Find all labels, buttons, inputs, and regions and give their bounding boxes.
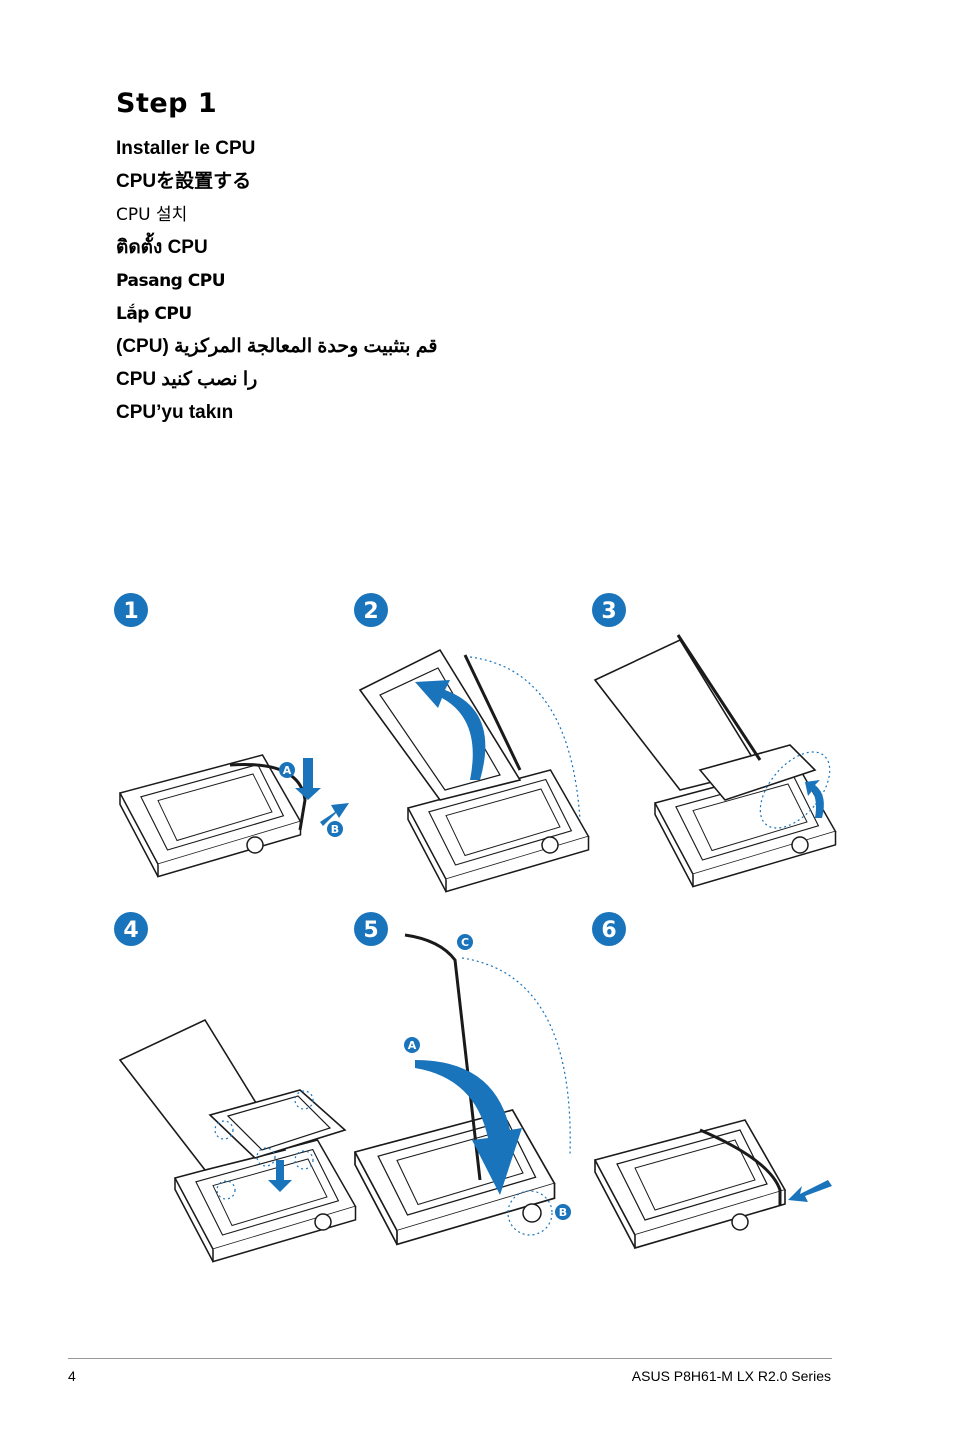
- socket-step-6: [594, 1119, 786, 1249]
- lang-item-arabic: (CPU) قم بتثبيت وحدة المعالجة المركزية: [116, 336, 438, 357]
- arrow-up-icon: [805, 780, 824, 818]
- step-badge-6: 6: [592, 912, 626, 946]
- highlight-notch-5: [216, 1180, 236, 1200]
- callout-b-step-1: B: [327, 821, 343, 837]
- lang-item-thai: ติดตั้ง CPU: [116, 237, 208, 258]
- svg-text:2: 2: [363, 599, 378, 624]
- highlight-notch-1: [294, 1090, 314, 1110]
- svg-text:C: C: [461, 936, 469, 949]
- lang-item-korean: CPU 설치: [116, 205, 188, 225]
- page-title: Step 1: [116, 88, 218, 119]
- highlight-notch-2: [214, 1120, 234, 1140]
- highlight-notch-4: [294, 1150, 314, 1170]
- callout-c-step-5: C: [457, 934, 473, 950]
- step-badge-2: 2: [354, 593, 388, 627]
- svg-text:3: 3: [601, 599, 616, 624]
- footer-divider: [68, 1358, 832, 1359]
- lang-item-persian: CPU را نصب کنید: [116, 369, 258, 390]
- step-badge-1: 1: [114, 593, 148, 627]
- step-badge-3: 3: [592, 593, 626, 627]
- highlight-lever-lock: [507, 1190, 553, 1236]
- svg-text:A: A: [283, 764, 292, 777]
- lang-item-japanese: CPUを設置する: [116, 171, 252, 192]
- lang-item-turkish: CPU’yu takın: [116, 402, 234, 423]
- language-list: Installer le CPU CPUを設置する CPU 설치 ติดตั้ง…: [116, 136, 536, 433]
- footer-page-number: 4: [68, 1368, 76, 1384]
- svg-text:6: 6: [601, 918, 616, 943]
- socket-step-4: [118, 1018, 357, 1263]
- socket-step-1: [119, 754, 307, 878]
- footer-product-name: ASUS P8H61-M LX R2.0 Series: [631, 1368, 831, 1384]
- svg-text:A: A: [408, 1039, 417, 1052]
- callout-b-step-5: B: [555, 1204, 571, 1220]
- arrow-close-icon: [415, 1060, 522, 1195]
- svg-text:5: 5: [363, 918, 378, 943]
- arrow-down-icon: [295, 758, 321, 800]
- callout-a-step-1: A: [279, 762, 295, 778]
- svg-text:B: B: [331, 823, 339, 836]
- step-badge-4: 4: [114, 912, 148, 946]
- svg-text:4: 4: [123, 918, 138, 943]
- callout-a-step-5: A: [404, 1037, 420, 1053]
- arc-dotted-step-5: [461, 957, 571, 1156]
- arrow-right-icon: [320, 803, 349, 826]
- arrow-push-icon: [788, 1180, 832, 1202]
- step-badge-5: 5: [354, 912, 388, 946]
- svg-text:1: 1: [123, 599, 138, 624]
- lang-item-indonesian: Pasang CPU: [116, 271, 226, 291]
- highlight-notch-3: [256, 1147, 276, 1167]
- lang-item-vietnamese: Lắp CPU: [116, 304, 192, 324]
- svg-text:B: B: [559, 1206, 567, 1219]
- socket-step-3: [593, 634, 837, 888]
- highlight-step-3: [759, 751, 831, 829]
- arrow-curved-icon: [415, 680, 486, 780]
- arrow-place-icon: [268, 1160, 292, 1192]
- lang-item-french: Installer le CPU: [116, 138, 256, 159]
- socket-step-5: [354, 933, 556, 1246]
- cpu-install-diagram: 1 2 3 4 5 6 A B: [114, 593, 837, 1263]
